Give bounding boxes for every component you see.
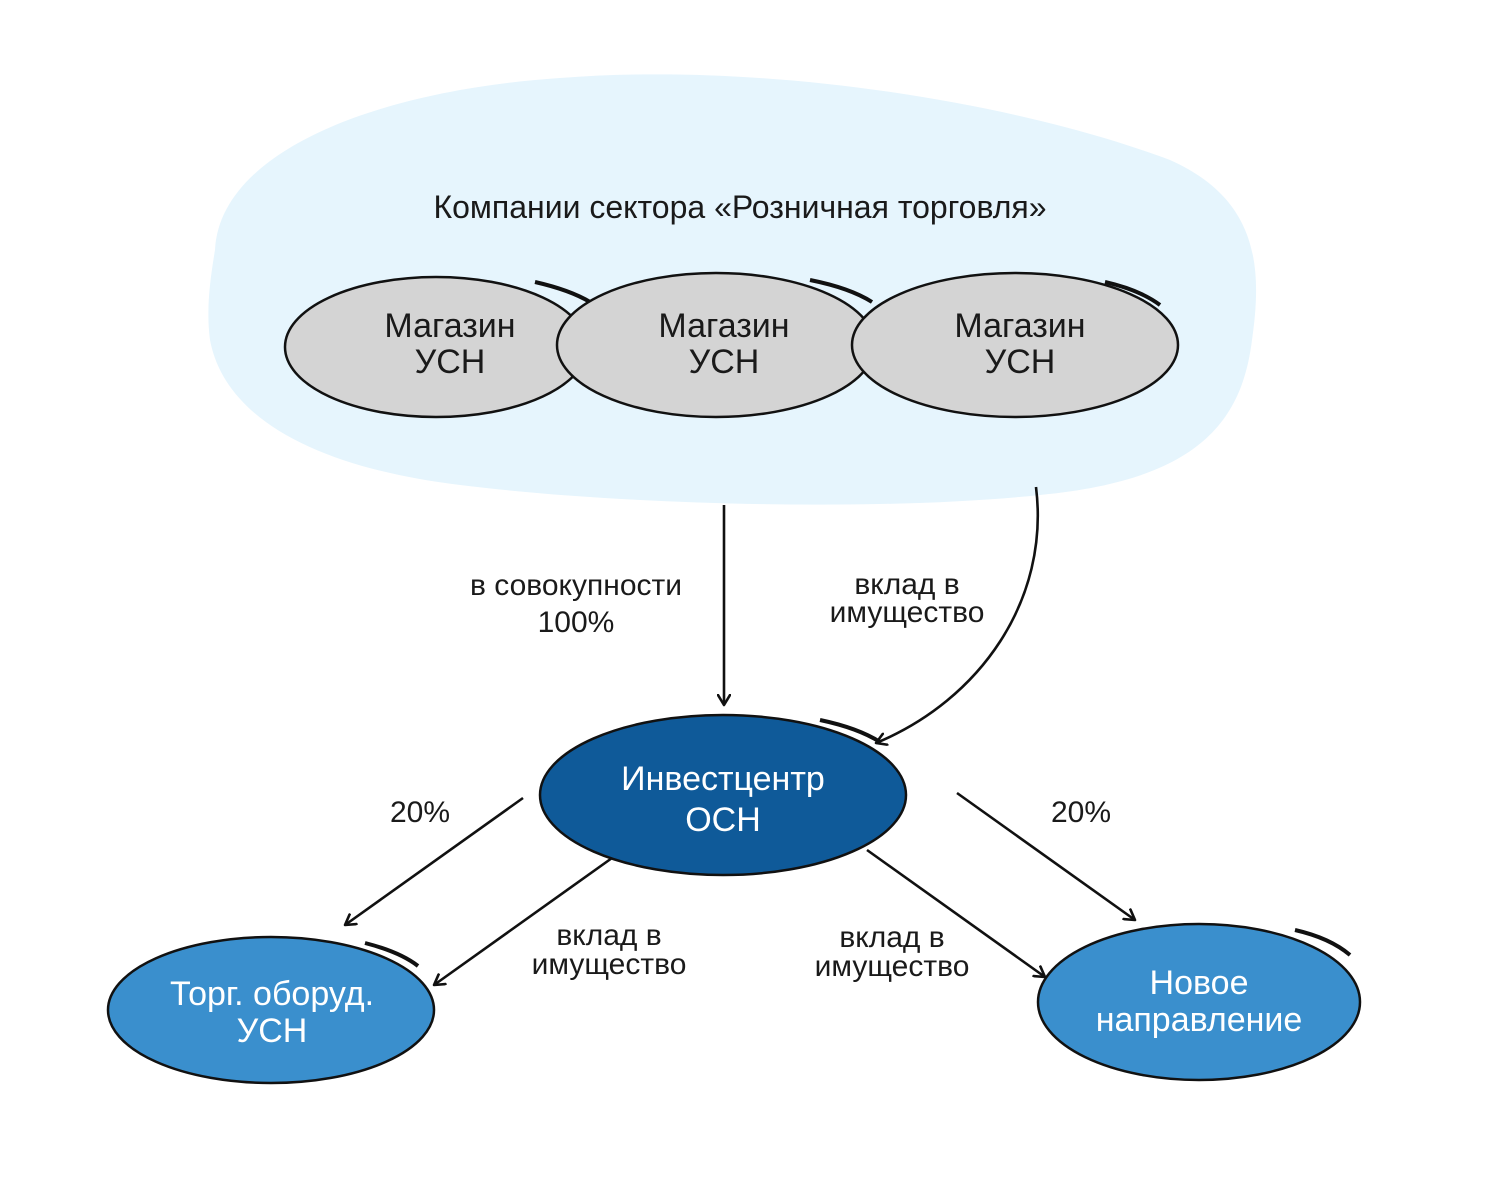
edge-hub-to-right-contribution-line1: вклад в	[839, 921, 944, 954]
edge-hub-to-right-contribution-line2: имущество	[815, 950, 970, 983]
edge-hub-to-left-contribution-line2: имущество	[532, 948, 687, 981]
edge-contribution-to-hub	[876, 486, 1039, 743]
edge-hub-to-right-share-label: 20%	[1051, 796, 1111, 829]
store-3-label: Магазин	[954, 307, 1085, 345]
child-new-direction-label: Новое	[1150, 964, 1249, 1002]
store-node-2[interactable]: Магазин УСН	[555, 271, 877, 419]
hub-label: Инвестцентр	[621, 760, 825, 798]
child-trade-equipment-label: Торг. оборуд.	[170, 975, 374, 1013]
edge-hub-to-left-contribution	[434, 856, 613, 985]
hub-regime: ОСН	[685, 801, 761, 839]
store-1-label: Магазин	[384, 307, 515, 345]
child-node-new-direction[interactable]: Новое направление	[1036, 922, 1362, 1082]
child-trade-equipment-regime: УСН	[237, 1012, 308, 1050]
store-node-1[interactable]: Магазин УСН	[283, 275, 592, 419]
edge-stores-to-hub-label-line1: в совокупности	[470, 569, 682, 602]
child-node-trade-equipment[interactable]: Торг. оборуд. УСН	[106, 935, 436, 1085]
hub-node[interactable]: Инвестцентр ОСН	[538, 713, 908, 877]
edge-contribution-to-hub-label-line2: имущество	[830, 596, 985, 629]
store-3-regime: УСН	[985, 343, 1056, 381]
edge-hub-to-left-share	[345, 796, 524, 925]
store-2-label: Магазин	[658, 307, 789, 345]
edge-hub-to-left-contribution-line1: вклад в	[556, 919, 661, 952]
store-1-regime: УСН	[415, 343, 486, 381]
store-2-regime: УСН	[689, 343, 760, 381]
store-node-3[interactable]: Магазин УСН	[850, 271, 1180, 419]
edge-hub-to-right-share	[956, 791, 1135, 920]
edge-contribution-to-hub-label-line1: вклад в	[854, 568, 959, 601]
child-new-direction-label-line2: направление	[1096, 1001, 1303, 1039]
edge-hub-to-left-share-label: 20%	[390, 796, 450, 829]
edge-hub-to-right-contribution	[866, 848, 1045, 977]
edge-stores-to-hub-label-line2: 100%	[538, 606, 615, 639]
group-title: Компании сектора «Розничная торговля»	[433, 189, 1046, 225]
